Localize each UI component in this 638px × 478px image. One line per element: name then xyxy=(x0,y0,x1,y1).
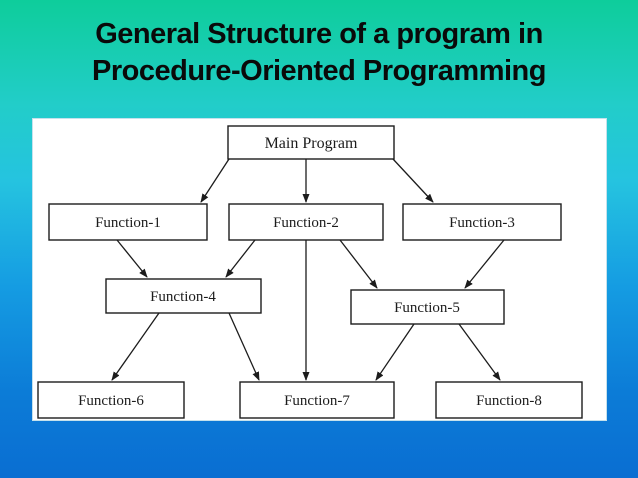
node-function-2: Function-2 xyxy=(228,203,384,241)
node-function-6: Function-6 xyxy=(37,381,185,419)
node-function-4-label: Function-4 xyxy=(150,289,216,305)
node-function-3-label: Function-3 xyxy=(449,215,515,231)
edge-main-to-function-3 xyxy=(392,158,434,203)
title-line-1: General Structure of a program in xyxy=(95,18,543,50)
node-function-3: Function-3 xyxy=(402,203,562,241)
node-function-7: Function-7 xyxy=(239,381,395,419)
node-function-4: Function-4 xyxy=(105,278,262,314)
edge-function-5-to-function-8 xyxy=(458,323,501,381)
node-main-program-label: Main Program xyxy=(265,135,358,152)
node-function-8: Function-8 xyxy=(435,381,583,419)
edge-function-5-to-function-7 xyxy=(375,323,415,381)
node-function-6-label: Function-6 xyxy=(78,393,144,409)
node-main-program: Main Program xyxy=(227,125,395,160)
slide: General Structure of a program in Proced… xyxy=(0,0,638,421)
edge-function-2-to-function-4 xyxy=(225,239,256,278)
structure-diagram: Main Program Function-1 Function-2 Funct… xyxy=(37,125,583,419)
node-function-8-label: Function-8 xyxy=(476,393,542,409)
node-function-1-label: Function-1 xyxy=(95,215,161,231)
edge-function-4-to-function-7 xyxy=(228,312,260,381)
edge-function-1-to-function-4 xyxy=(116,239,148,278)
node-function-1: Function-1 xyxy=(48,203,208,241)
edge-main-to-function-1 xyxy=(200,158,230,203)
node-function-5-label: Function-5 xyxy=(394,300,460,316)
node-function-5: Function-5 xyxy=(350,289,505,325)
edge-function-3-to-function-5 xyxy=(464,239,505,289)
node-function-2-label: Function-2 xyxy=(273,215,339,231)
edge-function-4-to-function-6 xyxy=(111,312,160,381)
edge-function-2-to-function-5 xyxy=(339,239,378,289)
title-line-2: Procedure-Oriented Programming xyxy=(92,55,546,88)
node-function-7-label: Function-7 xyxy=(284,393,350,409)
diagram-panel: Main Program Function-1 Function-2 Funct… xyxy=(32,118,607,421)
slide-title: General Structure of a program in Proced… xyxy=(0,0,638,90)
